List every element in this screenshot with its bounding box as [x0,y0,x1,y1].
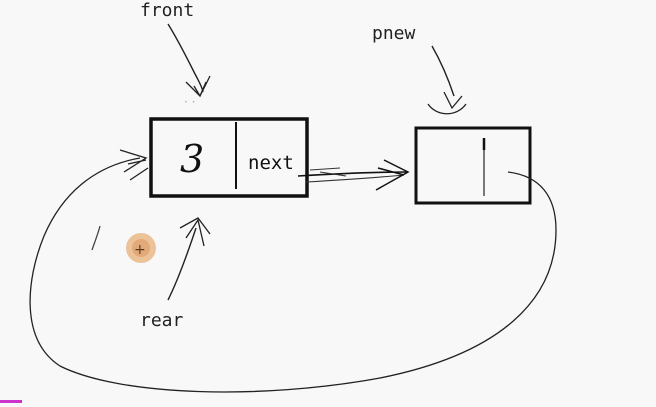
rear-pointer-arrow [167,227,197,301]
cursor-plus-icon: + [134,242,146,258]
next-link-arrowhead [375,159,410,191]
rear-label: rear [140,310,184,331]
front-label: front [140,0,195,21]
pnew-label: pnew [372,23,416,44]
pnew-node-box [414,126,532,205]
edge-mark [0,400,22,403]
front-node-data-value: 3 [180,137,205,181]
front-pointer-arrowhead [185,75,211,98]
pnew-pointer-arrowhead [427,91,467,115]
front-node-next-label: next [248,152,294,174]
circular-link-arrow [29,157,557,393]
next-link-tail [309,167,347,177]
front-pointer-dots: · · [184,95,195,109]
circular-link-arrowhead [119,149,149,181]
next-link-arrow-second [305,174,405,183]
next-link-arrow [297,171,409,177]
pnew-pointer-arrow [431,45,455,97]
front-node-box [149,117,309,198]
cursor-highlight-core [132,239,150,257]
front-pointer-arrow [167,23,204,93]
rear-pointer-arrowhead [179,217,211,247]
stray-stroke [91,225,101,251]
